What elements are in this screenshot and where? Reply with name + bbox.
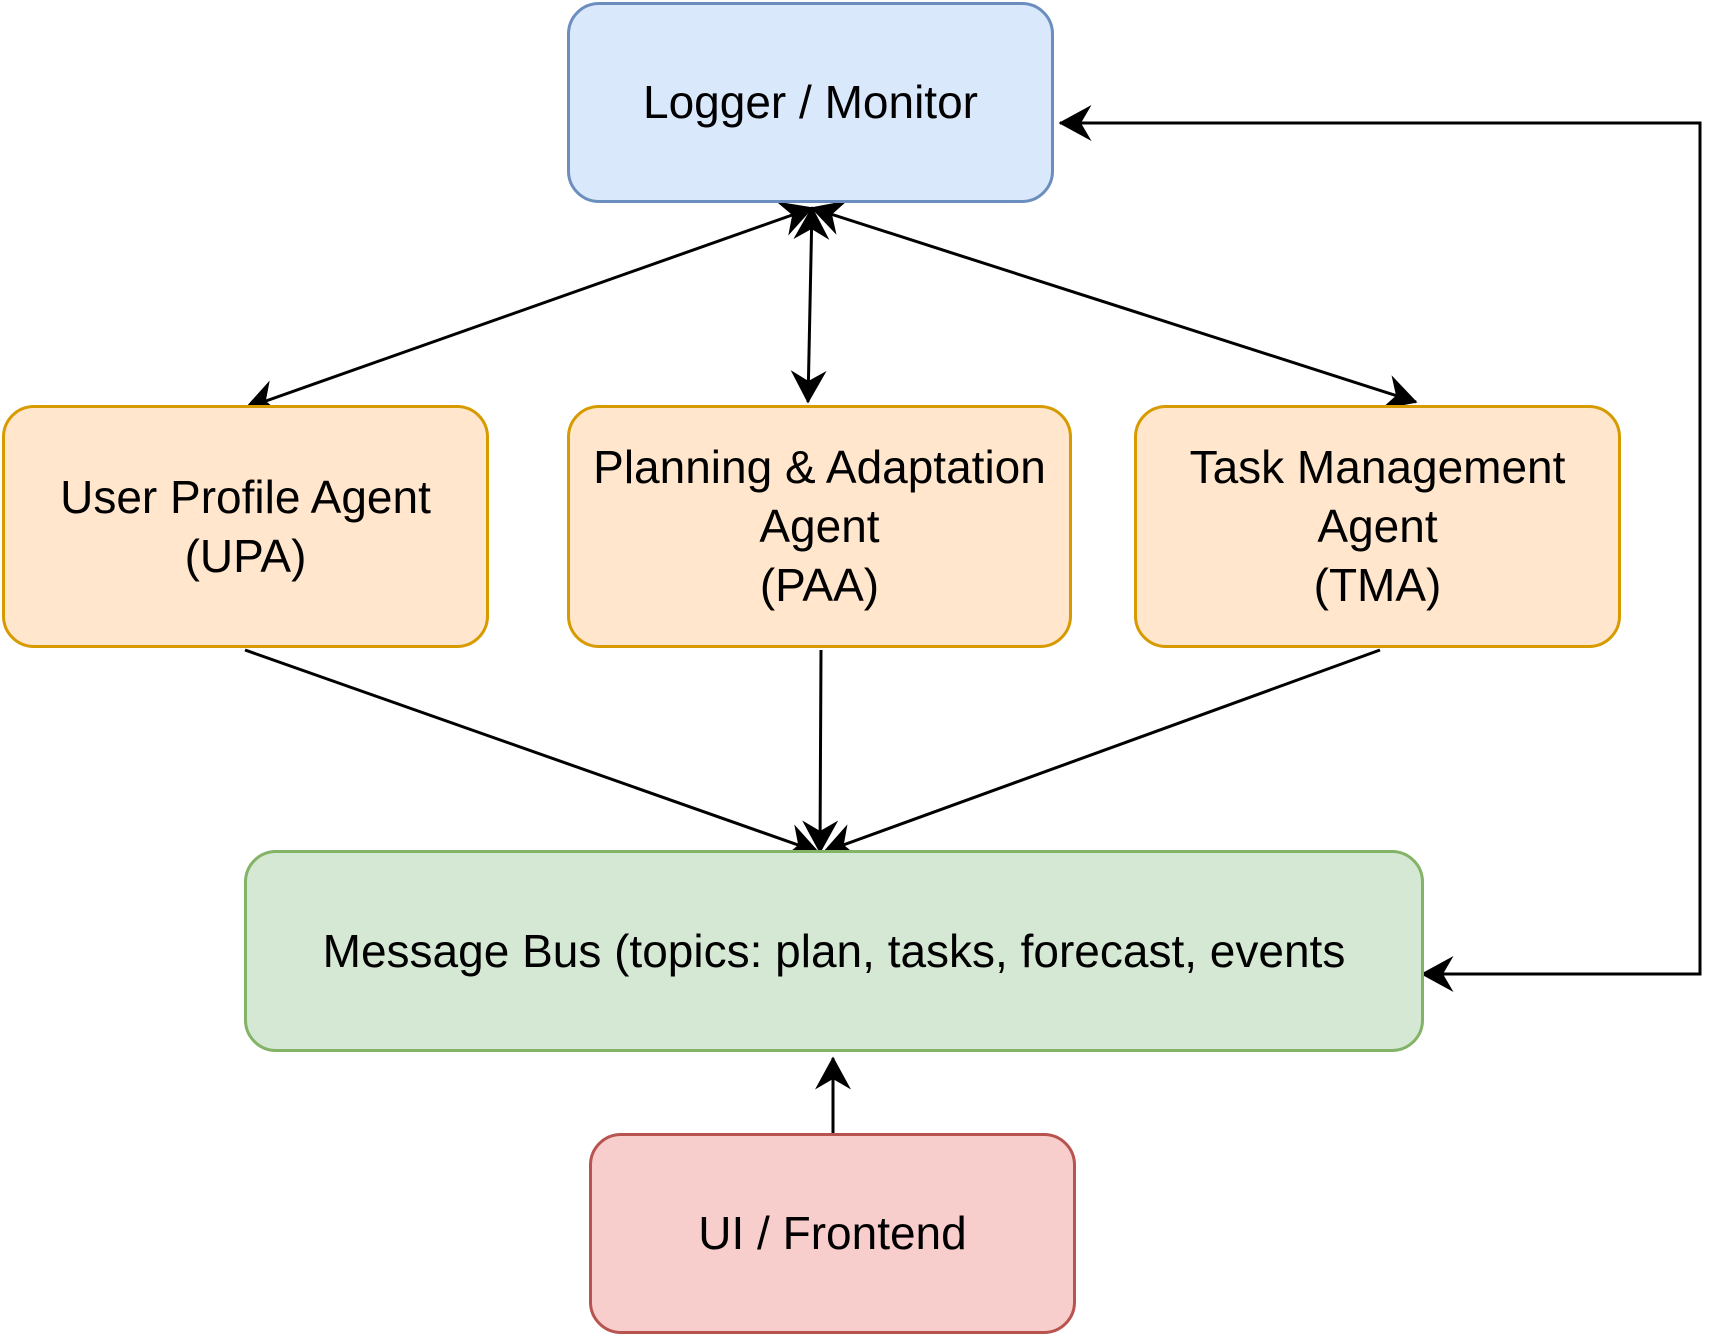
task-management-agent-label: Task Management Agent (TMA) <box>1190 438 1566 615</box>
edges-layer <box>244 105 1702 1133</box>
edge-upa-bus <box>244 648 820 859</box>
edge-logger-upa <box>244 201 814 415</box>
planning-adaptation-agent-label-line-2: Agent <box>759 500 880 553</box>
logger-monitor-label: Logger / Monitor <box>643 73 978 132</box>
user-profile-agent-label: User Profile Agent (UPA) <box>60 468 431 586</box>
user-profile-agent-label-line-2: (UPA) <box>184 529 307 582</box>
logger-monitor-label-line: Logger / Monitor <box>643 76 978 129</box>
message-bus-node[interactable]: Message Bus (topics: plan, tasks, foreca… <box>244 850 1424 1052</box>
planning-adaptation-agent-node[interactable]: Planning & Adaptation Agent (PAA) <box>567 405 1072 648</box>
task-management-agent-label-line-2: Agent <box>1317 500 1438 553</box>
user-profile-agent-node[interactable]: User Profile Agent (UPA) <box>2 405 489 648</box>
edge-tma-bus <box>822 648 1381 859</box>
planning-adaptation-agent-label: Planning & Adaptation Agent (PAA) <box>593 438 1046 615</box>
task-management-agent-label-line-1: Task Management <box>1189 441 1566 494</box>
edge-logger-paa <box>790 206 830 404</box>
ui-frontend-label-line: UI / Frontend <box>698 1207 967 1260</box>
task-management-agent-node[interactable]: Task Management Agent (TMA) <box>1134 405 1621 648</box>
planning-adaptation-agent-label-line-1: Planning & Adaptation <box>593 441 1046 494</box>
edge-logger-bus <box>1058 105 1702 992</box>
ui-frontend-label: UI / Frontend <box>698 1204 966 1263</box>
planning-adaptation-agent-label-line-3: (PAA) <box>759 558 880 611</box>
edge-paa-bus <box>802 649 839 854</box>
edge-logger-tma <box>810 200 1418 410</box>
logger-monitor-node[interactable]: Logger / Monitor <box>567 2 1054 203</box>
message-bus-label-line: Message Bus (topics: plan, tasks, foreca… <box>322 924 1346 977</box>
ui-frontend-node[interactable]: UI / Frontend <box>589 1133 1076 1334</box>
user-profile-agent-label-line-1: User Profile Agent <box>60 470 431 523</box>
task-management-agent-label-line-3: (TMA) <box>1313 558 1442 611</box>
message-bus-label: Message Bus (topics: plan, tasks, foreca… <box>323 922 1346 981</box>
